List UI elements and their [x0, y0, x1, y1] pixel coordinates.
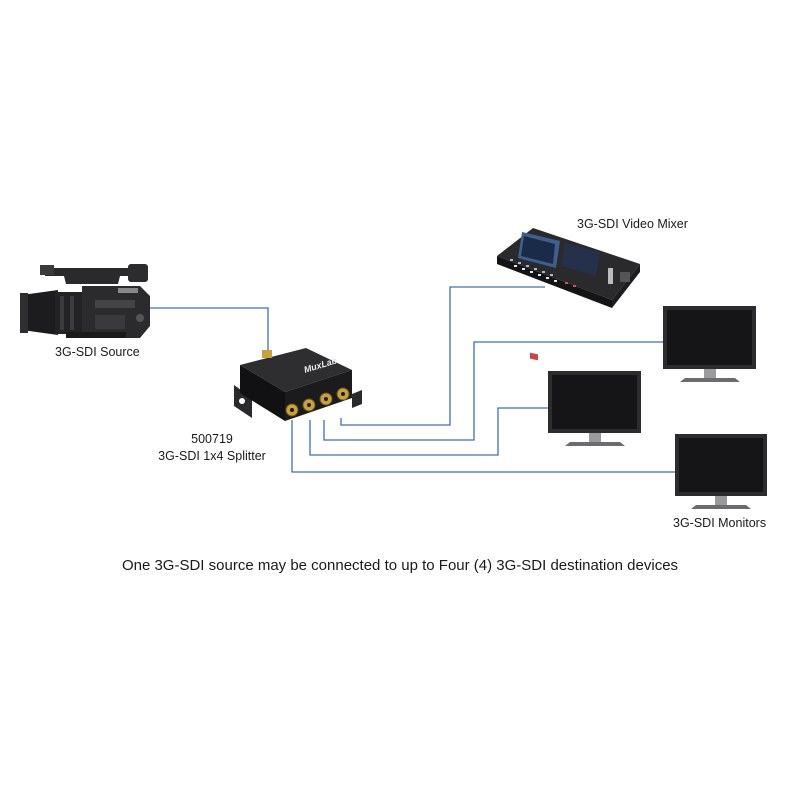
source-label: 3G-SDI Source	[55, 345, 140, 359]
monitor-top-icon	[663, 306, 756, 382]
monitor-middle-icon	[548, 371, 641, 446]
splitter-model-label: 500719	[191, 432, 233, 446]
cable-splitter-to-mixer	[340, 286, 545, 426]
cable-splitter-to-monitor-bottom	[291, 420, 677, 473]
cables	[135, 286, 677, 473]
splitter-device-icon: MuxLab	[234, 348, 362, 421]
cable-splitter-to-monitor-top	[323, 341, 664, 441]
video-mixer-icon	[497, 228, 640, 361]
camcorder-icon	[20, 264, 150, 338]
monitor-bottom-icon	[675, 434, 767, 509]
diagram-caption: One 3G-SDI source may be connected to up…	[121, 557, 679, 574]
cable-source-to-splitter	[135, 307, 269, 352]
mixer-label: 3G-SDI Video Mixer	[577, 217, 688, 231]
splitter-name-label: 3G-SDI 1x4 Splitter	[158, 449, 266, 463]
monitors-label: 3G-SDI Monitors	[673, 516, 767, 530]
cable-splitter-to-monitor-middle	[309, 407, 549, 456]
